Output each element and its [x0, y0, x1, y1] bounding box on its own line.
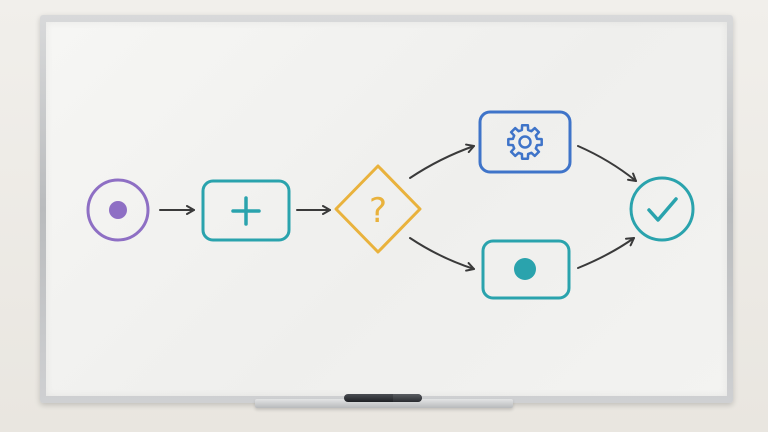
question-mark-icon: ? [369, 191, 387, 231]
start-event-node [86, 178, 150, 242]
event-task-node [481, 239, 571, 300]
dot-icon [109, 201, 127, 219]
plus-icon [231, 196, 261, 226]
check-icon [647, 197, 678, 222]
task-node [201, 179, 291, 242]
gear-icon [507, 124, 543, 160]
marker-tray [255, 399, 513, 408]
service-task-node [478, 110, 572, 174]
arrow-gateway-to-service [409, 143, 475, 179]
arrow-event-to-end [577, 237, 635, 269]
arrow-service-to-end [577, 145, 637, 182]
end-event-node [629, 176, 695, 242]
arrow-gateway-to-event [409, 237, 475, 272]
marker-pen [344, 394, 422, 402]
whiteboard-surface [46, 22, 727, 396]
dot-icon [514, 258, 536, 280]
marker-cap [393, 394, 421, 402]
gateway-node: ? [334, 164, 422, 254]
